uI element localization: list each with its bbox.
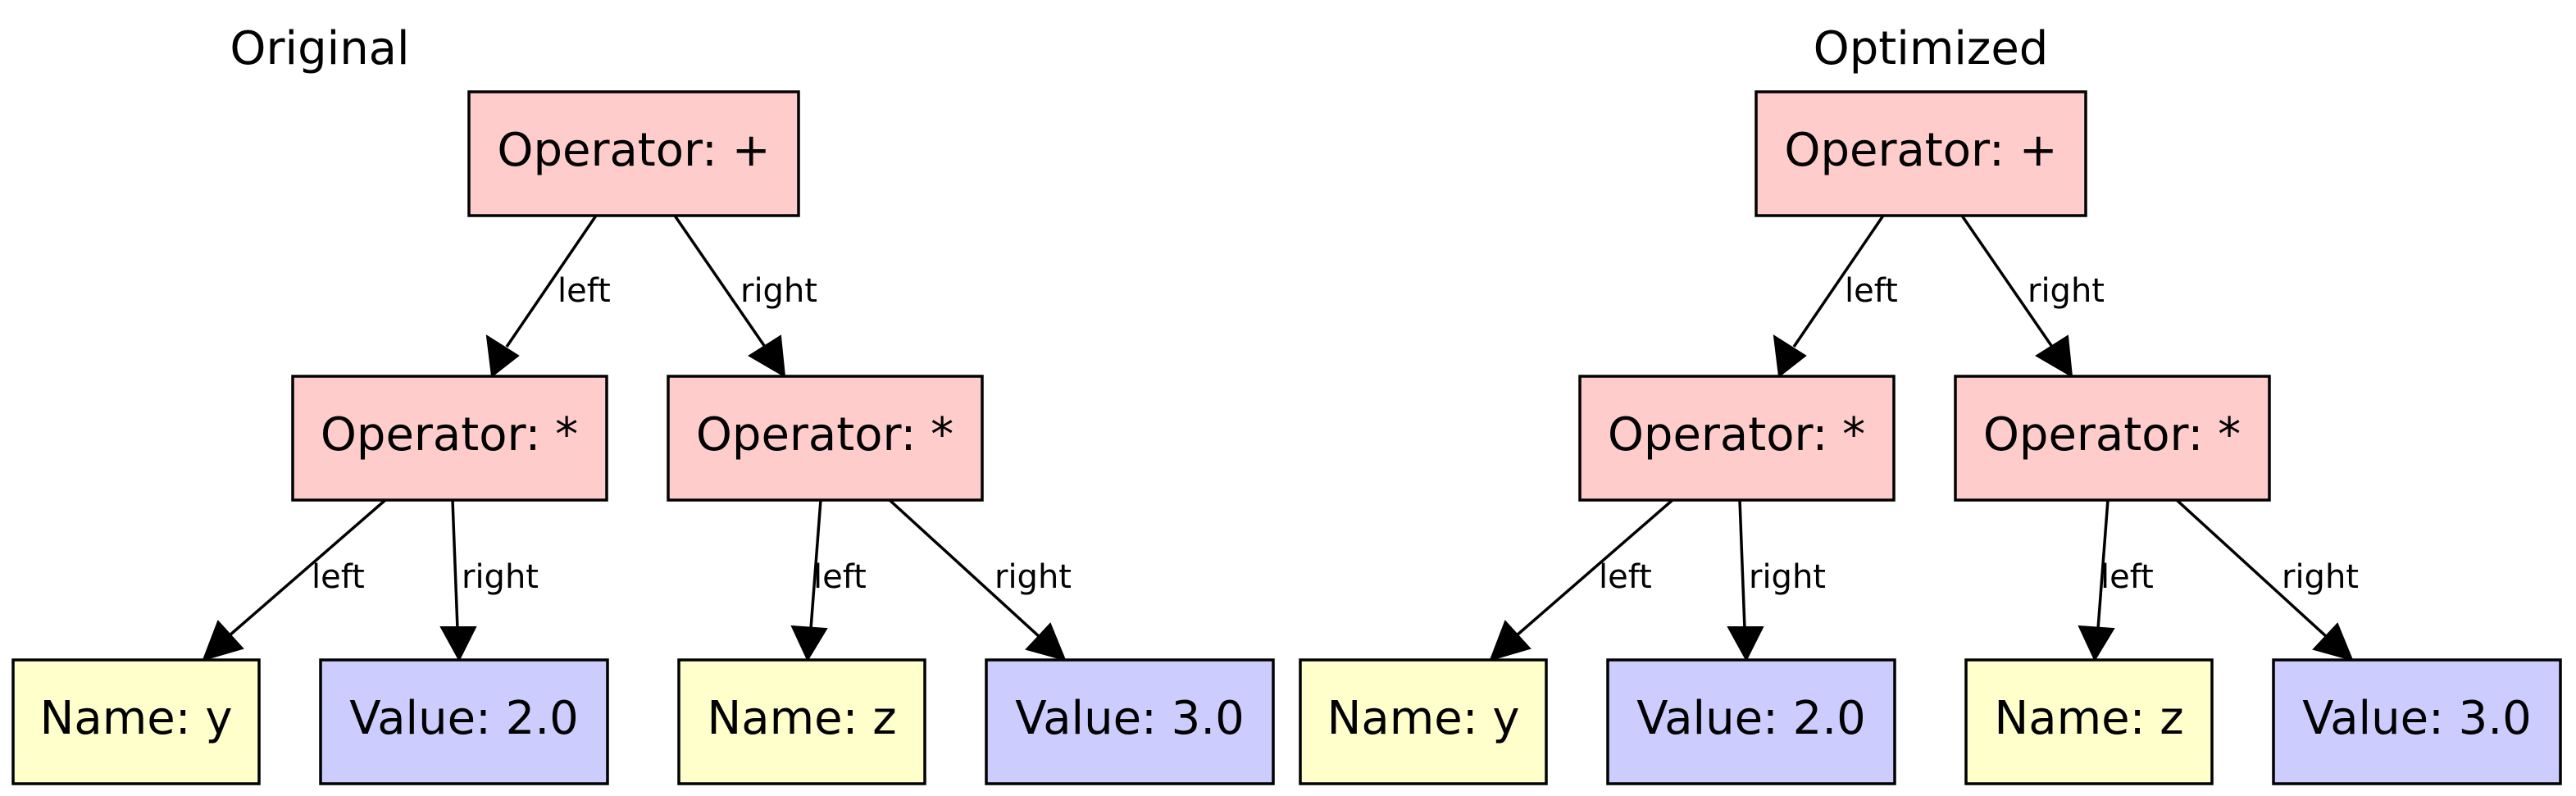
- edge-label-original-root-right: right: [740, 272, 817, 310]
- edge-label-original-leftop-left: left: [312, 558, 365, 596]
- node-original-name-y: Name: y: [11, 658, 261, 785]
- node-label: Operator: *: [1608, 408, 1865, 462]
- node-label: Value: 3.0: [1015, 692, 1245, 745]
- node-label: Operator: *: [321, 408, 578, 462]
- arrowhead-icon: [439, 626, 477, 662]
- edge-label-optimized-rightop-right: right: [2282, 558, 2359, 596]
- arrowhead-icon: [2078, 625, 2115, 662]
- node-label: Operator: *: [1983, 408, 2241, 462]
- arrowhead-icon: [748, 334, 786, 378]
- edge-optimized-root-left: left: [1773, 215, 1898, 378]
- arrowhead-icon: [485, 334, 520, 378]
- edge-label-original-rightop-left: left: [813, 558, 867, 596]
- node-original-name-z: Name: z: [677, 658, 926, 785]
- node-optimized-left-operator: Operator: *: [1578, 375, 1896, 502]
- edge-optimized-rightop-left: left: [2078, 499, 2154, 662]
- edge-label-optimized-root-left: left: [1845, 272, 1898, 310]
- node-optimized-root: Operator: +: [1755, 90, 2087, 217]
- node-original-right-operator: Operator: *: [667, 375, 984, 502]
- edge-original-rightop-right: right: [888, 498, 1072, 662]
- edge-optimized-leftop-left: left: [1489, 498, 1674, 662]
- arrowhead-icon: [1773, 334, 1807, 378]
- edge-original-root-left: left: [485, 215, 611, 378]
- node-label: Value: 2.0: [349, 692, 579, 745]
- edge-label-original-rightop-right: right: [994, 558, 1072, 596]
- edge-optimized-leftop-right: right: [1727, 499, 1826, 662]
- node-label: Name: y: [1327, 692, 1519, 745]
- arrowhead-icon: [1025, 622, 1067, 662]
- node-original-root: Operator: +: [467, 90, 800, 217]
- edge-label-optimized-leftop-left: left: [1599, 558, 1652, 596]
- arrowhead-icon: [1489, 620, 1531, 662]
- node-label: Name: y: [39, 692, 232, 745]
- arrowhead-icon: [2312, 622, 2354, 662]
- arrowhead-icon: [790, 625, 828, 662]
- edge-optimized-root-right: right: [1960, 215, 2105, 378]
- node-label: Operator: *: [696, 408, 953, 462]
- edge-label-original-leftop-right: right: [462, 558, 539, 596]
- edge-label-optimized-root-right: right: [2028, 272, 2105, 310]
- edge-optimized-rightop-right: right: [2175, 498, 2359, 662]
- node-label: Value: 2.0: [1636, 692, 1866, 745]
- edge-original-leftop-right: right: [439, 499, 539, 662]
- tree-original: Original left right left right left: [11, 22, 1275, 785]
- node-optimized-value-2: Value: 2.0: [1606, 658, 1896, 785]
- edge-original-rightop-left: left: [790, 499, 867, 662]
- node-label: Value: 3.0: [2302, 692, 2532, 745]
- tree-title-original: Original: [230, 22, 409, 75]
- node-original-value-3: Value: 3.0: [985, 658, 1275, 785]
- node-label: Name: z: [707, 692, 896, 745]
- node-label: Operator: +: [497, 124, 770, 177]
- tree-optimized: Optimized left right left right left: [1299, 22, 2562, 785]
- arrowhead-icon: [1727, 626, 1764, 662]
- node-optimized-right-operator: Operator: *: [1954, 375, 2271, 502]
- node-label: Name: z: [1994, 692, 2183, 745]
- node-optimized-value-3: Value: 3.0: [2272, 658, 2562, 785]
- node-optimized-name-y: Name: y: [1299, 658, 1548, 785]
- edge-label-optimized-rightop-left: left: [2100, 558, 2154, 596]
- arrowhead-icon: [2035, 334, 2073, 378]
- node-label: Operator: +: [1784, 124, 2057, 177]
- node-original-value-2: Value: 2.0: [319, 658, 609, 785]
- arrowhead-icon: [202, 620, 244, 662]
- node-original-left-operator: Operator: *: [291, 375, 608, 502]
- tree-title-optimized: Optimized: [1814, 22, 2049, 75]
- edge-original-root-right: right: [673, 215, 817, 378]
- edge-label-optimized-leftop-right: right: [1749, 558, 1826, 596]
- node-optimized-name-z: Name: z: [1964, 658, 2214, 785]
- edge-label-original-root-left: left: [558, 272, 611, 310]
- edge-original-leftop-left: left: [202, 498, 387, 662]
